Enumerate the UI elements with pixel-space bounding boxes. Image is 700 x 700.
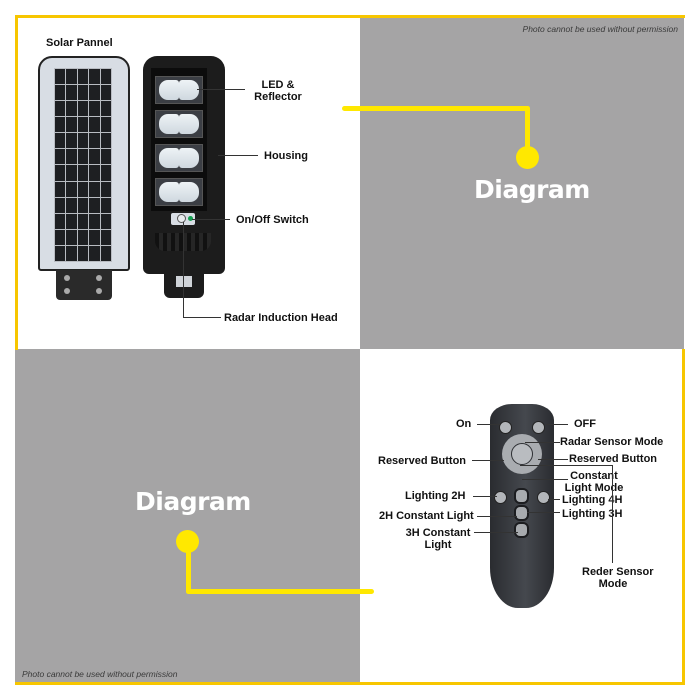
status-led-icon [188, 216, 193, 221]
label-solar-panel: Solar Pannel [46, 37, 113, 49]
leader-housing [218, 155, 258, 156]
leader-reder-sensor-v [612, 465, 613, 563]
leader-constant-light [522, 479, 568, 480]
bolt-icon [96, 288, 102, 294]
label-reder-sensor-mode: Reder Sensor Mode [582, 566, 654, 590]
connector-line-top-horizontal [342, 106, 530, 111]
label-off: OFF [574, 418, 596, 430]
led-module [155, 178, 203, 206]
frame-border-left [15, 15, 18, 350]
lighting-2h-button-icon [494, 491, 507, 504]
switch-knob-icon [177, 214, 186, 223]
leader-reder-sensor-h [520, 465, 612, 466]
leader-lighting-3h [527, 512, 560, 513]
connector-dot-top [516, 146, 539, 169]
label-reserved-left: Reserved Button [378, 455, 467, 467]
diagram-title-top: Diagram [474, 175, 590, 204]
leader-switch [192, 219, 230, 220]
led-module [155, 110, 203, 138]
label-on-off-switch: On/Off Switch [236, 214, 309, 226]
lamp-mount [164, 270, 204, 298]
label-radar-induction-head: Radar Induction Head [224, 312, 338, 324]
label-lighting-4h: Lighting 4H [562, 494, 623, 506]
connector-line-bottom-vertical [186, 540, 191, 594]
leader-radar-vertical [183, 222, 184, 317]
lighting-3h-button-icon [514, 488, 529, 504]
leader-radar [183, 317, 221, 318]
radar-head-icon [176, 276, 192, 287]
remote-control-illustration [490, 404, 554, 608]
label-constant-light-mode: Constant Light Mode [564, 470, 624, 494]
frame-border-right [682, 349, 685, 685]
lighting-4h-button-icon [537, 491, 550, 504]
leader-3h-constant [474, 532, 518, 533]
dpad-icon [502, 434, 542, 474]
connector-line-top-vertical [525, 106, 530, 152]
quadrant-diagram-bottom [15, 349, 360, 682]
watermark-top-right: Photo cannot be used without permission [522, 24, 678, 34]
led-array [151, 68, 207, 211]
label-3h-constant: 3H Constant Light [405, 527, 471, 551]
label-on: On [456, 418, 472, 430]
bolt-icon [64, 288, 70, 294]
label-led-reflector: LED & Reflector [254, 79, 302, 103]
leader-on [477, 424, 501, 425]
leader-lighting-2h [473, 496, 497, 497]
led-module [155, 76, 203, 104]
leader-reserved-right [538, 459, 568, 460]
solar-panel-mount [56, 270, 112, 300]
constant-3h-button-icon [514, 522, 529, 538]
power-on-button-icon [499, 421, 512, 434]
power-off-button-icon [532, 421, 545, 434]
on-off-switch-icon [171, 213, 195, 225]
label-lighting-2h: Lighting 2H [405, 490, 466, 502]
watermark-bottom-left: Photo cannot be used without permission [22, 669, 178, 679]
leader-2h-constant [477, 516, 517, 517]
label-housing: Housing [264, 150, 308, 162]
frame-border-top [15, 15, 685, 18]
connector-line-bottom-horizontal [186, 589, 374, 594]
label-reserved-right: Reserved Button [569, 453, 658, 465]
leader-led [197, 89, 245, 90]
led-module [155, 144, 203, 172]
solar-panel-illustration [38, 56, 130, 271]
leader-reserved-left [472, 460, 504, 461]
leader-off [546, 424, 568, 425]
bolt-icon [96, 275, 102, 281]
lamp-housing-illustration [143, 56, 225, 274]
quadrant-diagram-top [360, 18, 684, 349]
constant-2h-button-icon [514, 505, 529, 521]
solar-cell-grid [54, 68, 112, 262]
diagram-title-bottom: Diagram [135, 487, 251, 516]
frame-border-bottom [15, 682, 685, 685]
label-2h-constant: 2H Constant Light [379, 510, 474, 522]
leader-radar-sensor [525, 442, 560, 443]
label-radar-sensor-mode: Radar Sensor Mode [560, 436, 664, 448]
leader-lighting-4h [548, 499, 560, 500]
wifi-sensor-button-icon [511, 443, 533, 465]
bolt-icon [64, 275, 70, 281]
label-lighting-3h: Lighting 3H [562, 508, 623, 520]
